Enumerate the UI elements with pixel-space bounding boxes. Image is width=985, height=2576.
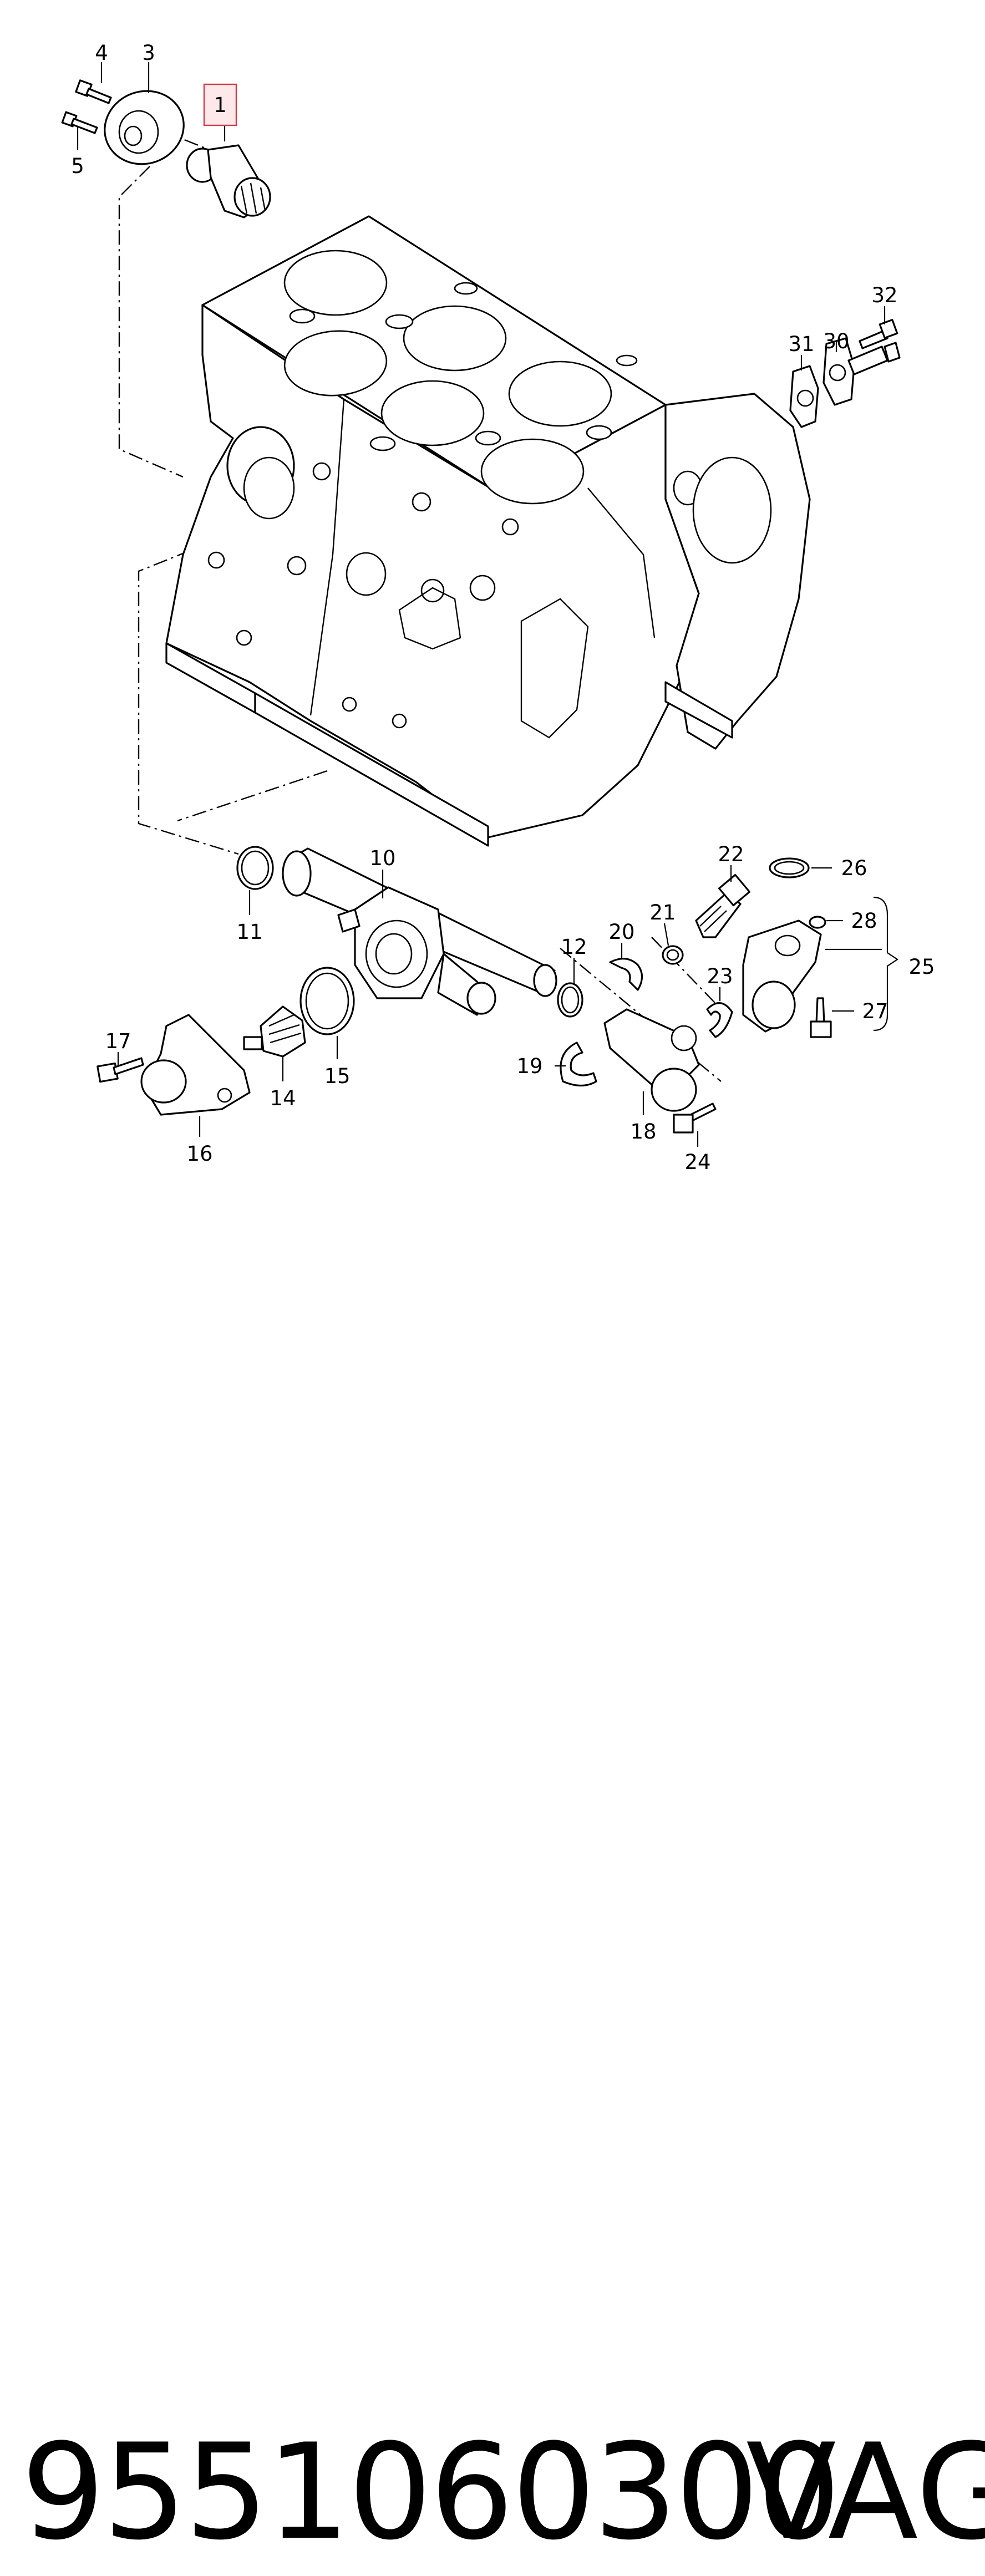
part-12-o-ring: [557, 982, 583, 1018]
diagram-stage: 1 3 4 5 10 11 12 14 15 16 17 18 19 20 21…: [0, 41, 985, 2569]
part-27-bolt: [810, 997, 832, 1038]
callout-21: 21: [649, 901, 676, 924]
part-17-bolt: [97, 1057, 144, 1083]
callout-15: 15: [324, 1064, 350, 1088]
part-14-thermostat-insert: [243, 1005, 306, 1058]
callout-5: 5: [71, 154, 84, 178]
part-4-bolt: [75, 79, 112, 104]
callout-24: 24: [684, 1150, 710, 1174]
part-22-sensor: [695, 873, 751, 938]
brand-name: VAG: [746, 2416, 985, 2569]
callout-20: 20: [608, 920, 634, 944]
part-15-seal: [299, 967, 355, 1035]
callout-12: 12: [561, 935, 587, 959]
callout-27: 27: [862, 999, 888, 1023]
callout-18: 18: [630, 1120, 656, 1144]
part-26-seal: [769, 857, 810, 878]
callout-25: 25: [908, 955, 935, 979]
part-18-coolant-flange: [603, 1008, 700, 1112]
callout-11: 11: [236, 920, 262, 944]
callout-32: 32: [871, 283, 897, 307]
callout-19: 19: [516, 1054, 542, 1078]
part-19-clip: [560, 1041, 597, 1087]
part-number: 9551060300: [21, 2416, 841, 2569]
callout-30: 30: [823, 329, 849, 353]
callout-labels: 1 3 4 5 10 11 12 14 15 16 17 18 19 20 21…: [71, 41, 935, 1174]
engine-cooling-exploded-diagram: 1 3 4 5 10 11 12 14 15 16 17 18 19 20 21…: [61, 41, 935, 1174]
part-3-cap: [104, 90, 185, 165]
callout-1: 1: [214, 93, 227, 117]
engine-block: [165, 215, 811, 847]
callout-3: 3: [142, 41, 155, 65]
leader-lines: [77, 62, 898, 1147]
callout-17: 17: [105, 1029, 131, 1053]
part-21-o-ring: [662, 945, 684, 965]
highlight-box: [203, 83, 237, 126]
callout-31: 31: [788, 332, 814, 356]
part-5-bolt: [61, 111, 98, 134]
part-30-flange-pipe: [822, 337, 901, 406]
callout-28: 28: [851, 909, 877, 933]
callout-26: 26: [841, 856, 867, 880]
callout-4: 4: [95, 41, 108, 65]
part-1-thermostat: [186, 144, 271, 219]
part-16-housing-cover: [140, 1014, 251, 1116]
caption: 9551060300 VAG: [0, 1203, 985, 2569]
part-24-bolt: [673, 1102, 717, 1134]
part-25-flange-assembly: [742, 919, 822, 1033]
callout-16: 16: [186, 1142, 212, 1166]
callout-10: 10: [369, 846, 395, 870]
part-20-clip: [609, 958, 643, 991]
part-28-washer: [809, 916, 826, 929]
callout-14: 14: [270, 1086, 296, 1110]
callout-22: 22: [718, 842, 744, 866]
part-10-coolant-pipe: [282, 847, 557, 1016]
callout-23: 23: [707, 964, 733, 988]
part-11-o-ring: [236, 846, 274, 890]
part-31-gasket: [789, 365, 819, 428]
part-23-clip: [706, 1002, 733, 1038]
part-32-bolt: [859, 319, 898, 349]
